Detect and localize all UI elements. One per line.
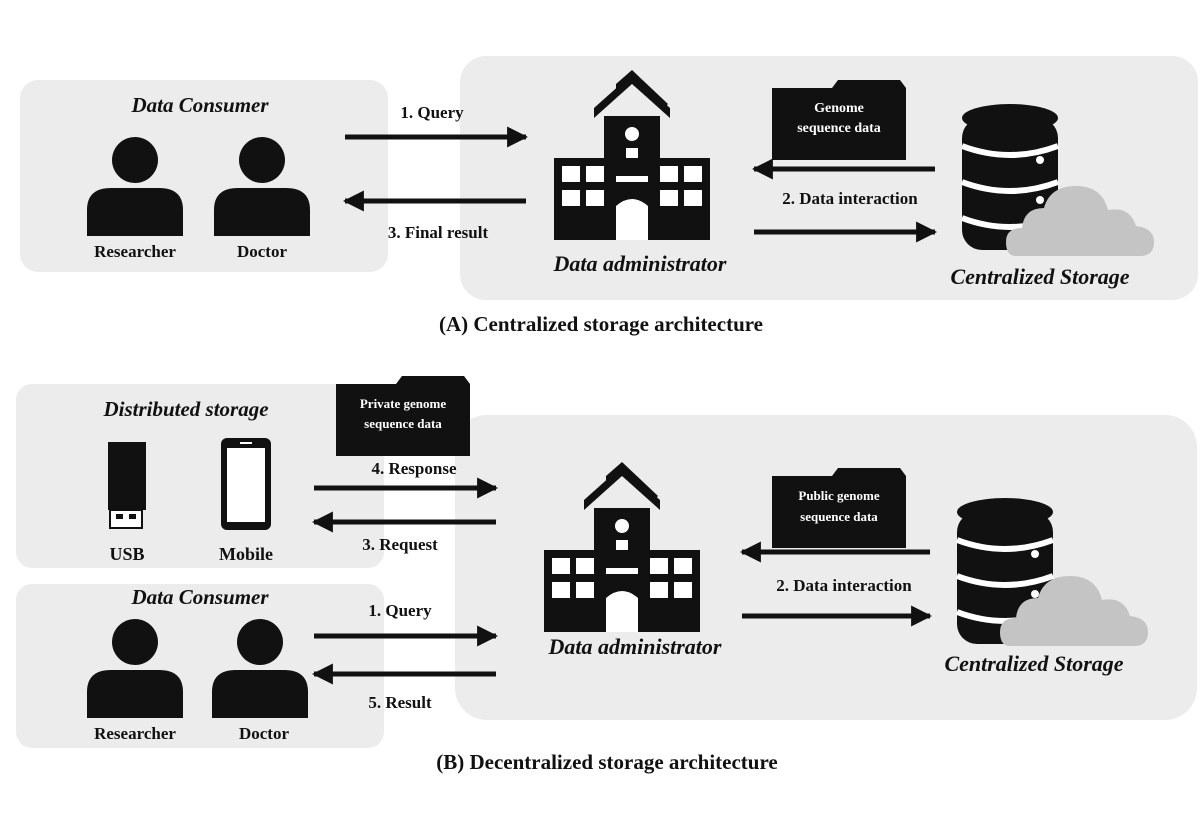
researcher-label-a: Researcher xyxy=(94,242,176,261)
caption-a: (A) Centralized storage architecture xyxy=(439,312,763,336)
private-text-1: Private genome xyxy=(360,396,447,411)
mobile-phone-icon xyxy=(221,438,271,530)
consumer-title-a: Data Consumer xyxy=(130,93,269,117)
query-label-a: 1. Query xyxy=(400,103,464,122)
researcher-label-b: Researcher xyxy=(94,724,176,743)
storage-label-a: Centralized Storage xyxy=(950,264,1129,289)
consumer-title-b: Data Consumer xyxy=(130,585,269,609)
distributed-title: Distributed storage xyxy=(102,397,268,421)
mobile-label: Mobile xyxy=(219,544,273,564)
doctor-label-a: Doctor xyxy=(237,242,287,261)
public-text-1: Public genome xyxy=(798,488,879,503)
final-result-label-a: 3. Final result xyxy=(388,223,489,242)
public-text-2: sequence data xyxy=(800,509,878,524)
folder-text-a-2: sequence data xyxy=(797,121,881,136)
interaction-label-b: 2. Data interaction xyxy=(776,576,912,595)
interaction-label-a: 2. Data interaction xyxy=(782,189,918,208)
storage-label-b: Centralized Storage xyxy=(944,651,1123,676)
request-label: 3. Request xyxy=(362,535,438,554)
distributed-panel-b xyxy=(16,384,384,568)
private-text-2: sequence data xyxy=(364,416,442,431)
admin-label-a: Data administrator xyxy=(553,251,727,276)
usb-label: USB xyxy=(109,544,144,564)
caption-b: (B) Decentralized storage architecture xyxy=(436,750,778,774)
folder-icon-public xyxy=(772,468,906,548)
query-label-b: 1. Query xyxy=(368,601,432,620)
response-label: 4. Response xyxy=(371,459,456,478)
result-label-b: 5. Result xyxy=(368,693,432,712)
folder-icon xyxy=(772,80,906,160)
folder-text-a-1: Genome xyxy=(814,101,864,116)
doctor-label-b: Doctor xyxy=(239,724,289,743)
usb-drive-icon xyxy=(108,442,146,529)
admin-label-b: Data administrator xyxy=(548,634,722,659)
